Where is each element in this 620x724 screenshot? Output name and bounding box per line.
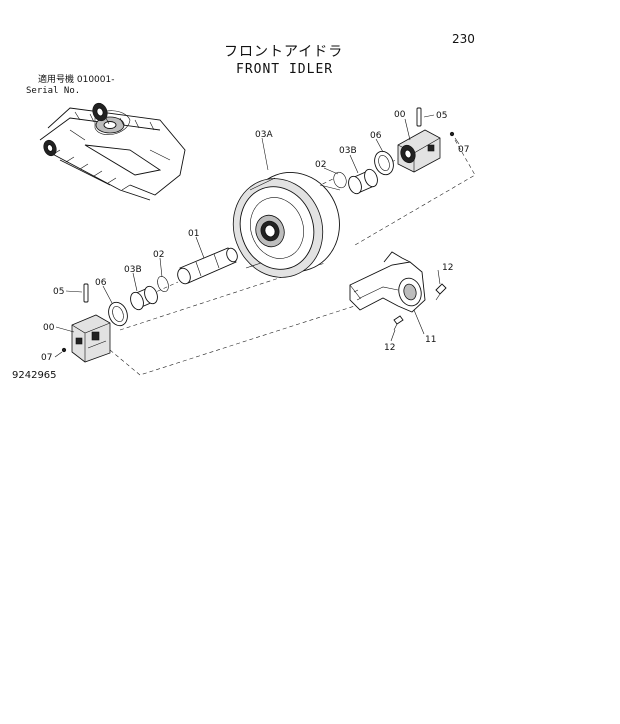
seal-06-left	[108, 301, 128, 327]
callout-02-left: 02	[153, 250, 164, 260]
serial-label-english: Serial No.	[26, 86, 81, 96]
callout-02-right: 02	[315, 160, 326, 170]
bracket-11	[349, 251, 426, 313]
callout-00-right: 00	[394, 110, 406, 120]
callout-12-bottom: 12	[384, 343, 395, 353]
serial-label-japanese: 適用号機 010001-	[38, 75, 115, 85]
callout-06-right: 06	[370, 131, 382, 141]
pin-05-right	[416, 107, 422, 127]
callout-00-left: 00	[43, 323, 55, 333]
location-thumbnail	[39, 102, 186, 201]
callout-11: 11	[425, 335, 436, 345]
leader-lines	[54, 114, 460, 358]
callout-05-right: 05	[436, 111, 447, 121]
callout-05-left: 05	[53, 287, 64, 297]
bolt-12-bottom	[393, 315, 404, 331]
callout-03b-right: 03B	[339, 146, 357, 156]
bearing-block-00-left	[71, 314, 111, 363]
bearing-block-00-right	[397, 129, 441, 173]
callout-03b-left: 03B	[124, 265, 142, 275]
fastener-07-right	[449, 131, 455, 137]
title-english: FRONT IDLER	[236, 62, 334, 77]
callout-07-right: 07	[458, 145, 469, 155]
shaft-01	[177, 247, 238, 285]
callout-07-left: 07	[41, 353, 52, 363]
callout-01: 01	[188, 229, 199, 239]
pin-05-left	[83, 283, 89, 303]
page-number: 230	[452, 32, 475, 46]
callout-12-top: 12	[442, 263, 453, 273]
drawing-number: 9242965	[12, 370, 57, 381]
bushing-03b-left	[130, 285, 158, 311]
callout-06-left: 06	[95, 278, 107, 288]
title-japanese: フロントアイドラ	[224, 44, 344, 60]
bushing-03b-right	[348, 168, 378, 195]
ring-02-left	[157, 275, 169, 293]
callout-03a: 03A	[255, 130, 273, 140]
idler-wheel-03a	[232, 172, 341, 278]
seal-06-right	[374, 150, 394, 176]
bolt-12-top	[435, 283, 447, 301]
fastener-07-left	[61, 347, 67, 353]
ring-02-right	[333, 171, 347, 189]
